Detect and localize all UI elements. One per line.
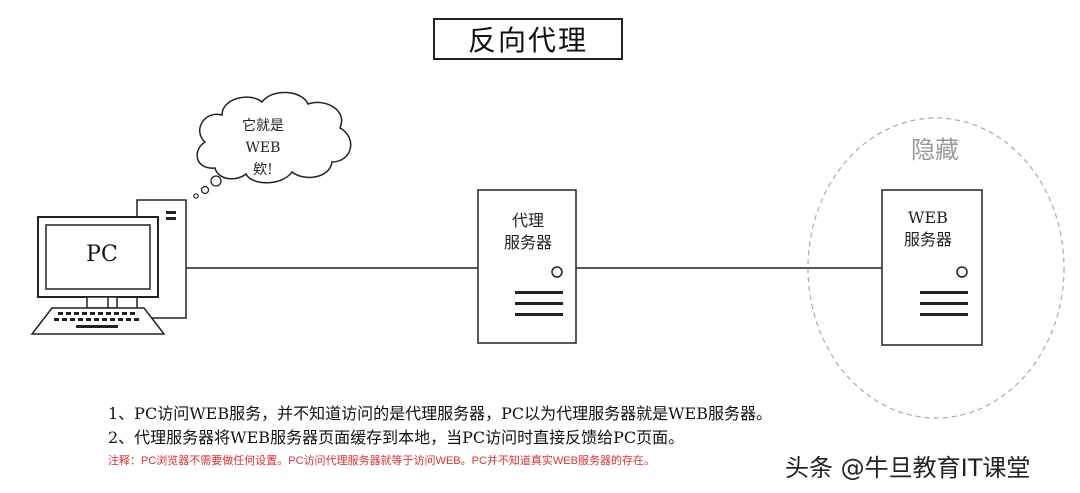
web-label-line-1: WEB [908,208,948,227]
note-1: 1、PC访问WEB服务，并不知道访问的是代理服务器，PC以为代理服务器就是WEB… [108,404,772,423]
note-2: 2、代理服务器将WEB服务器页面缓存到本地，当PC访问时直接反馈给PC页面。 [108,428,685,447]
hidden-zone-label: 隐藏 [911,136,959,164]
thought-cloud-icon [193,91,352,199]
hidden-zone-ellipse [807,117,1065,419]
web-server-icon [881,189,983,346]
web-label-line-2: 服务器 [903,230,952,249]
remark-text: 注释：PC浏览器不需要做任何设置。PC访问代理服务器就等于访问WEB。PC并不知… [108,455,655,467]
pc-label: PC [86,242,118,267]
watermark: 头条 @牛旦教育IT课堂 [785,454,1031,482]
proxy-server-icon [477,189,577,344]
proxy-server-label: 代理 服务器 [478,210,578,254]
pc-icon [30,199,187,335]
proxy-label-line-1: 代理 [511,211,544,230]
web-server-label: WEB 服务器 [883,207,973,251]
proxy-label-line-2: 服务器 [503,233,552,252]
thought-bubble-text: 它就是WEB 欸! [228,115,298,181]
diagram-title: 反向代理 [433,18,623,60]
thought-line-2: 欸! [253,162,273,178]
thought-line-1: 它就是WEB [242,118,284,156]
